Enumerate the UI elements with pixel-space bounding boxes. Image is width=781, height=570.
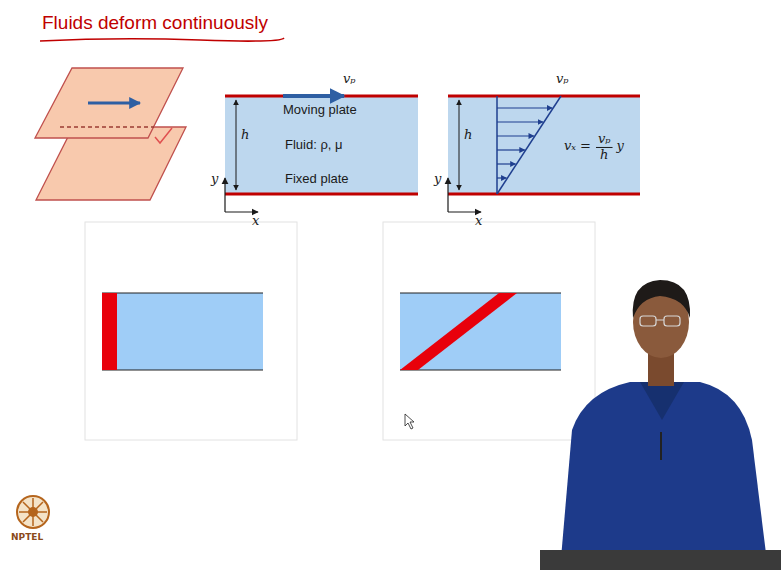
velocity-arrow bbox=[497, 177, 506, 178]
y-axis bbox=[224, 178, 225, 212]
axis-label: x bbox=[475, 214, 482, 229]
velocity-profile bbox=[497, 96, 561, 194]
height-arrow bbox=[236, 100, 237, 190]
hidden-edge bbox=[60, 126, 154, 127]
moving-plate bbox=[225, 95, 418, 98]
fixed-plate bbox=[448, 193, 640, 196]
velocity-arrow bbox=[497, 163, 516, 164]
node-text: Moving plate bbox=[283, 103, 357, 118]
fluid-region bbox=[400, 293, 561, 370]
velocity-arrow bbox=[497, 107, 552, 108]
y-axis bbox=[447, 178, 448, 212]
plot-frame bbox=[85, 222, 297, 440]
plate-line bbox=[400, 369, 561, 370]
fluid-channel: Moving plateFluid: ρ, μ Fixed plate bbox=[225, 96, 418, 194]
velocity-label: vₚ bbox=[556, 72, 569, 87]
equation-term: y bbox=[617, 139, 624, 154]
moving-plate bbox=[448, 95, 640, 98]
velocity-arrows bbox=[497, 108, 552, 178]
plate-line bbox=[400, 292, 561, 293]
plate-arrow bbox=[88, 102, 140, 105]
profile-base bbox=[496, 96, 498, 194]
axis-label: x bbox=[252, 214, 259, 229]
lecturer bbox=[540, 280, 781, 570]
x-axis bbox=[448, 211, 481, 212]
height-label: h bbox=[241, 128, 249, 143]
equation-term: vₓ = bbox=[564, 139, 591, 154]
equation-denominator: h bbox=[600, 148, 608, 163]
plate-line bbox=[102, 369, 263, 370]
fluid-region bbox=[448, 96, 640, 194]
plate-velocity-arrow bbox=[283, 94, 344, 98]
logo-text: NPTEL bbox=[11, 532, 43, 542]
x-axis bbox=[225, 211, 258, 212]
node-text: Fluid: ρ, μ bbox=[285, 138, 343, 153]
axis-label: y bbox=[211, 172, 218, 187]
velocity-arrow bbox=[497, 121, 543, 122]
check-mark bbox=[155, 128, 172, 143]
dye-line bbox=[102, 293, 117, 370]
node-text: Fixed plate bbox=[285, 172, 349, 187]
mouse-cursor bbox=[405, 414, 414, 429]
title-underline bbox=[40, 38, 284, 41]
velocity-arrow bbox=[497, 149, 525, 150]
axis-label: y bbox=[434, 172, 441, 187]
slide-title: Fluids deform continuously bbox=[42, 12, 268, 34]
velocity-label: vₚ bbox=[343, 72, 356, 87]
deformed-dye-line bbox=[400, 293, 517, 370]
plot-frame bbox=[383, 222, 595, 440]
fluid-region bbox=[102, 293, 263, 370]
upper-plate bbox=[35, 68, 183, 138]
plate-line bbox=[102, 292, 263, 293]
height-label: h bbox=[464, 128, 472, 143]
velocity-arrow bbox=[497, 135, 534, 136]
fluid-region bbox=[225, 96, 418, 194]
logo-emblem bbox=[17, 496, 49, 528]
height-arrow bbox=[459, 100, 460, 190]
fixed-plate bbox=[225, 193, 418, 196]
equation-numerator: vₚ bbox=[598, 132, 611, 147]
